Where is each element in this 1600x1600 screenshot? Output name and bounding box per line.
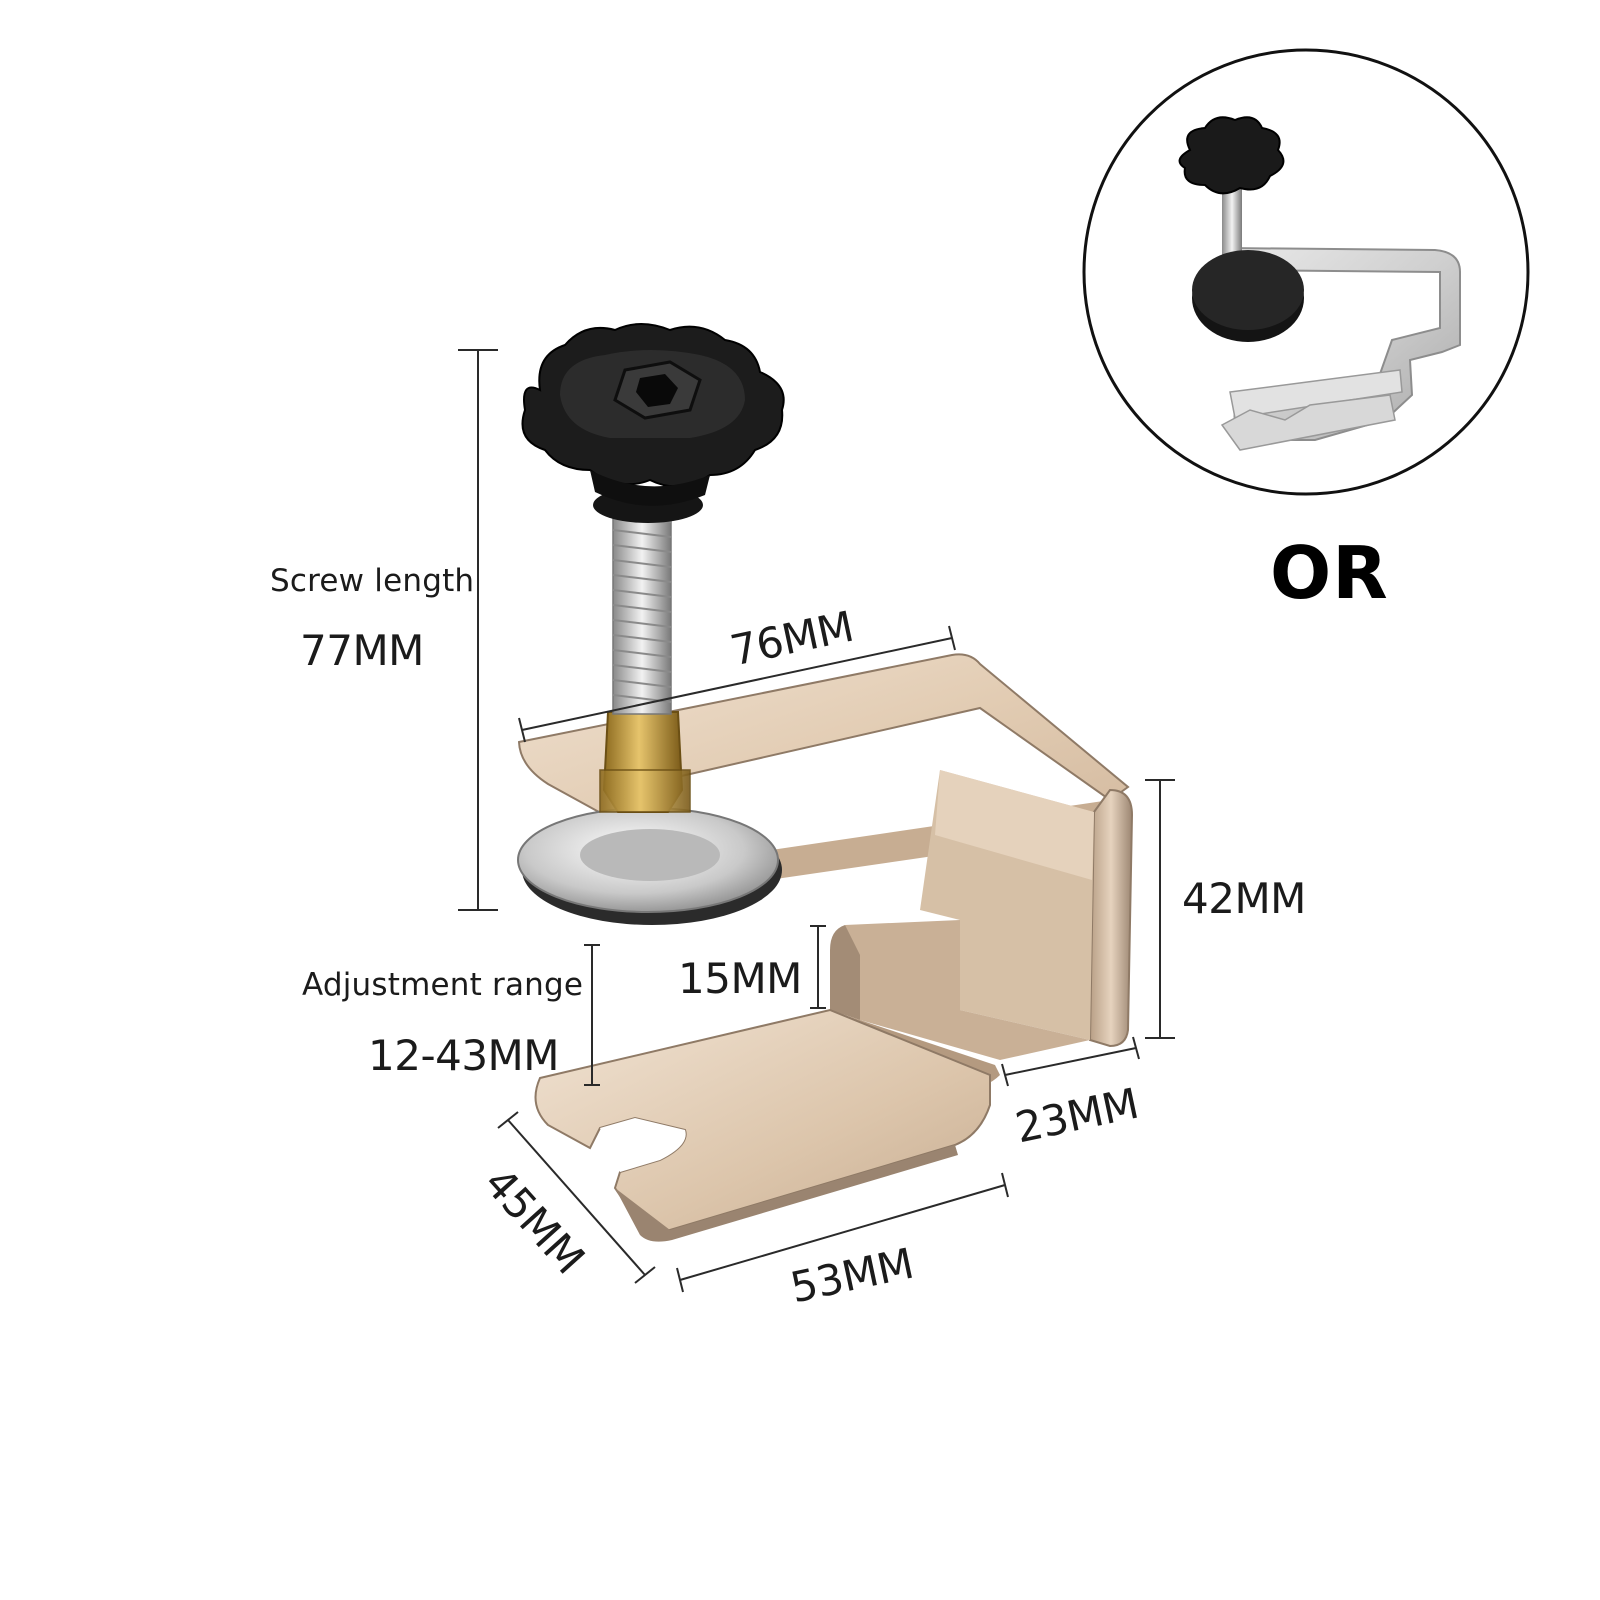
clamp-body	[517, 653, 1134, 1242]
alt-knob-icon	[1178, 116, 1285, 195]
screw-assembly	[517, 323, 785, 925]
clamp-step	[845, 920, 1090, 1060]
alternative-variant	[1082, 48, 1530, 496]
dimension-lines	[458, 349, 1175, 1293]
gap-value: 15MM	[678, 954, 802, 1003]
star-knob-icon	[521, 323, 785, 523]
dim-line-side-depth	[507, 1119, 646, 1276]
screw-length-title: Screw length	[270, 563, 475, 599]
dim-line-inner-depth	[1004, 1047, 1137, 1076]
clamp-bottom-plate	[534, 1008, 991, 1234]
alternative-or-label: OR	[1270, 531, 1389, 615]
clamp-right-wall	[1088, 788, 1134, 1048]
screw-length-value: 77MM	[300, 626, 424, 675]
dim-line-bottom-width	[679, 1184, 1006, 1281]
adjustment-value: 12-43MM	[368, 1031, 560, 1080]
height-value: 42MM	[1182, 874, 1306, 923]
adjustment-title: Adjustment range	[302, 967, 584, 1003]
dim-line-top-width	[521, 637, 953, 731]
